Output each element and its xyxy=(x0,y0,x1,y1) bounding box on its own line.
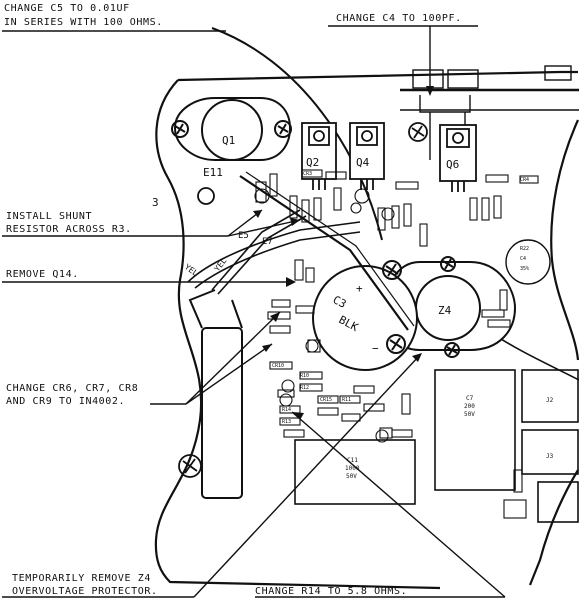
yel-label-1: YEL xyxy=(183,262,200,278)
annotation-c5-line1: CHANGE C5 TO 0.01UF xyxy=(4,3,130,14)
q6-label: Q6 xyxy=(446,158,459,171)
r10-label: R10 xyxy=(300,373,309,379)
c7-capacitor[interactable] xyxy=(434,369,516,491)
small-components[interactable] xyxy=(254,169,539,519)
connectors[interactable] xyxy=(521,369,579,523)
mounting-screw-bottom xyxy=(178,454,202,478)
j2-label: J2 xyxy=(546,397,554,404)
yel-label-2: YEL xyxy=(212,256,228,273)
c3-label: C3 xyxy=(331,293,349,311)
c7-text-2: 200 xyxy=(464,403,475,410)
annotation-cr-line1: CHANGE CR6, CR7, CR8 xyxy=(6,383,138,394)
cr15-label: CR15 xyxy=(320,397,332,403)
annotation-c5-line2: IN SERIES WITH 100 OHMS. xyxy=(4,17,163,28)
j3-label: J3 xyxy=(546,453,554,460)
q6-transistor[interactable] xyxy=(439,124,477,192)
r22-component[interactable] xyxy=(505,239,551,285)
q1-transistor[interactable] xyxy=(171,97,292,161)
mounting-screw xyxy=(408,122,428,142)
heatsink-bracket xyxy=(412,65,572,160)
c3-plus: + xyxy=(356,282,363,295)
mounting-screw-left xyxy=(197,187,215,205)
r13-label: R13 xyxy=(282,419,291,425)
annotation-r14: CHANGE R14 TO 5.8 OHMS. xyxy=(255,586,407,597)
c3-capacitor[interactable] xyxy=(312,260,418,371)
e11-label: E11 xyxy=(203,166,223,179)
r22-text-1: R22 xyxy=(520,246,529,252)
z4-label: Z4 xyxy=(438,304,452,317)
board-outline xyxy=(154,70,579,590)
q4-label: Q4 xyxy=(356,156,370,169)
cr3-label: CR3 xyxy=(303,171,312,177)
leader-arrowheads xyxy=(253,86,434,420)
annotation-c4: CHANGE C4 TO 100PF. xyxy=(336,13,462,24)
q4-transistor[interactable] xyxy=(349,122,385,190)
c11-text-2: 1000 xyxy=(345,465,360,472)
r14-label: R14 xyxy=(282,407,291,413)
c11-capacitor[interactable] xyxy=(294,439,416,505)
annotation-r3-line1: INSTALL SHUNT xyxy=(6,211,92,222)
annotation-z4-line2: OVERVOLTAGE PROTECTOR. xyxy=(12,586,158,597)
leader-lines xyxy=(2,25,506,598)
annotation-q14: REMOVE Q14. xyxy=(6,269,79,280)
transformer-block xyxy=(188,289,243,499)
annotation-r3-line2: RESISTOR ACROSS R3. xyxy=(6,224,132,235)
r22-text-2: C4 xyxy=(520,256,526,262)
e7-label: E7 xyxy=(262,237,273,247)
annotation-cr-line2: AND CR9 TO IN4002. xyxy=(6,396,125,407)
r22-text-3: 35% xyxy=(520,266,529,272)
c3-minus: − xyxy=(372,342,379,355)
c7-text-1: C7 xyxy=(466,395,474,402)
annotation-z4-line1: TEMPORARILY REMOVE Z4 xyxy=(12,573,151,584)
r12-label: R12 xyxy=(300,385,309,391)
r11-label: R11 xyxy=(342,397,351,403)
q1-label: Q1 xyxy=(222,134,235,147)
q2-label: Q2 xyxy=(306,156,319,169)
cr4-label: CR4 xyxy=(520,177,529,183)
c11-text-1: C11 xyxy=(347,457,358,464)
c7-text-3: 50V xyxy=(464,411,475,418)
yellow-wires xyxy=(187,171,415,331)
cr10-label: CR10 xyxy=(272,363,284,369)
r3-marker: 3 xyxy=(152,196,159,209)
e5-label: E5 xyxy=(238,231,249,241)
c11-text-3: 50V xyxy=(346,473,357,480)
